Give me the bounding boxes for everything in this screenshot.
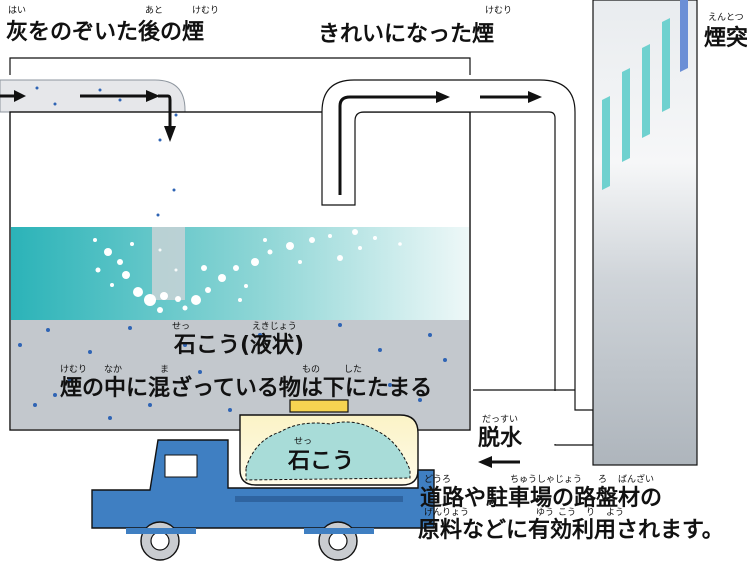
ruby-mono: もの bbox=[302, 365, 321, 375]
liquid-layer bbox=[11, 227, 469, 320]
ruby-chuushajou: ちゅうしゃじょう bbox=[510, 475, 583, 485]
label-dehydration: 脱水 bbox=[478, 426, 523, 451]
ruby-ato: あと bbox=[145, 6, 164, 16]
ruby-yuu: ゆう bbox=[536, 508, 555, 518]
ruby-banzai: ばんざい bbox=[618, 475, 655, 485]
label-settling: 煙の中に混ざっている物は下にたまる bbox=[60, 376, 433, 401]
ruby-naka: なか bbox=[104, 365, 123, 375]
slurry-layer bbox=[11, 320, 469, 429]
drain-pipe-fill bbox=[471, 391, 574, 444]
particles bbox=[18, 86, 447, 420]
bracket-line bbox=[9, 57, 471, 75]
ruby-dassui: だっすい bbox=[482, 415, 519, 425]
ruby-setsu-2: せっ bbox=[294, 437, 313, 447]
ruby-ro: ろ bbox=[598, 475, 608, 485]
label-smoke-after-ash: 灰をのぞいた後の煙 bbox=[6, 20, 205, 45]
label-chimney: 煙突 bbox=[704, 26, 747, 51]
bubbles bbox=[93, 229, 402, 313]
label-reuse-line-1: 道路や駐車場の路盤材の bbox=[420, 486, 663, 511]
truck bbox=[91, 399, 435, 561]
ruby-seki: せっ bbox=[172, 322, 191, 332]
inlet-pipe-submerged bbox=[152, 227, 185, 300]
pipe-bubbles bbox=[158, 158, 178, 272]
label-gypsum-tank: 石こう bbox=[288, 449, 355, 474]
ruby-douro: どうろ bbox=[424, 475, 452, 485]
label-reuse-line-2: 原料などに有効利用されます。 bbox=[418, 518, 724, 543]
ruby-shita: した bbox=[344, 365, 363, 375]
flow-arrows bbox=[0, 90, 542, 468]
label-clean-smoke: きれいになった煙 bbox=[318, 22, 495, 47]
ruby-you: よう bbox=[606, 508, 625, 518]
ruby-kemuri-1: けむり bbox=[192, 6, 220, 16]
ruby-kou: こう bbox=[558, 508, 577, 518]
ruby-ekijou: えきじょう bbox=[252, 322, 297, 332]
ruby-ri: り bbox=[586, 508, 596, 518]
ruby-entotsu: えんとつ bbox=[708, 13, 744, 23]
ruby-hai: はい bbox=[8, 6, 27, 16]
ruby-ma: ま bbox=[160, 365, 170, 375]
ruby-genryou: げんりょう bbox=[424, 508, 470, 518]
ruby-kemuri-2: けむり bbox=[485, 6, 513, 16]
chimney-stripe-top bbox=[680, 0, 688, 72]
chimney-stripes bbox=[602, 18, 670, 190]
ruby-kemuri-3: けむり bbox=[60, 365, 88, 375]
label-gypsum-liquid: 石こう(液状) bbox=[174, 333, 305, 358]
